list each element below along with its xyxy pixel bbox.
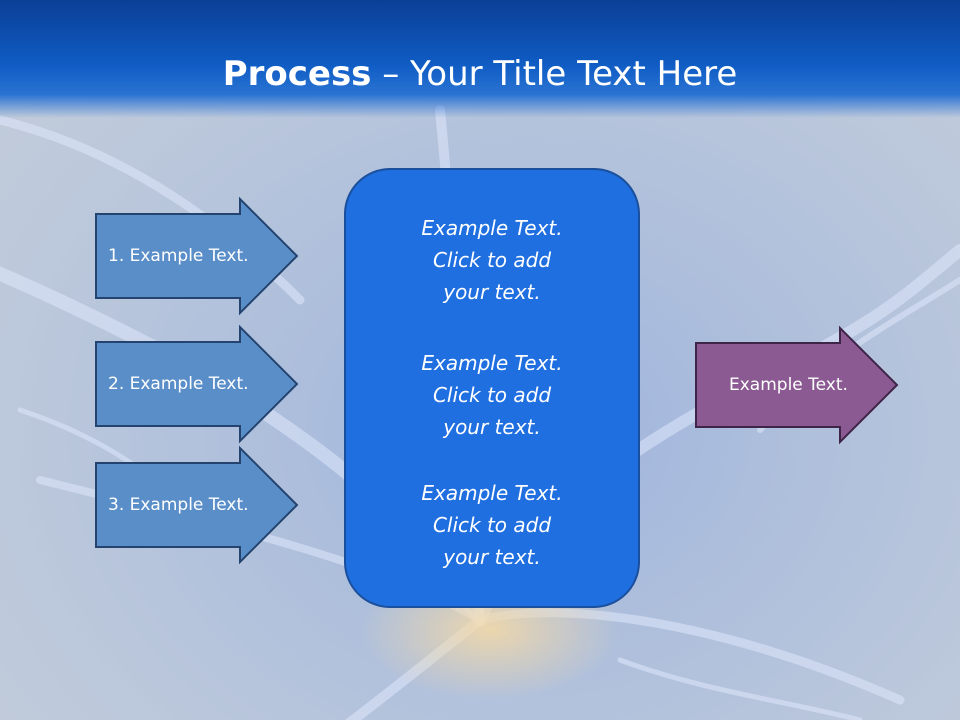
left-arrow-3[interactable] (95, 445, 299, 565)
left-arrow-2[interactable] (95, 324, 299, 444)
center-text-line: your text. (443, 280, 541, 304)
center-text-line: your text. (443, 415, 541, 439)
title-bold-part: Process (222, 54, 372, 94)
center-text-line: Click to add (432, 248, 552, 272)
left-arrow-1-label: 1. Example Text. (108, 246, 249, 266)
center-text-block-3[interactable]: Example Text. Click to add your text. (344, 477, 640, 573)
title-rest-part: – Your Title Text Here (371, 54, 738, 94)
left-arrow-3-label: 3. Example Text. (108, 495, 249, 515)
left-arrow-2-label: 2. Example Text. (108, 374, 249, 394)
title-bar (0, 0, 960, 118)
right-arrow-label: Example Text. (729, 375, 848, 395)
center-text-block-1[interactable]: Example Text. Click to add your text. (344, 212, 640, 308)
center-text-line: Example Text. (421, 216, 563, 240)
slide-title[interactable]: Process – Your Title Text Here (0, 52, 960, 96)
center-text-box[interactable] (344, 168, 640, 608)
center-text-line: Click to add (432, 513, 552, 537)
left-arrow-1[interactable] (95, 196, 299, 316)
center-text-line: Example Text. (421, 481, 563, 505)
right-arrow[interactable] (695, 325, 899, 445)
center-text-line: your text. (443, 545, 541, 569)
center-text-line: Click to add (432, 383, 552, 407)
center-text-line: Example Text. (421, 351, 563, 375)
center-text-block-2[interactable]: Example Text. Click to add your text. (344, 347, 640, 443)
